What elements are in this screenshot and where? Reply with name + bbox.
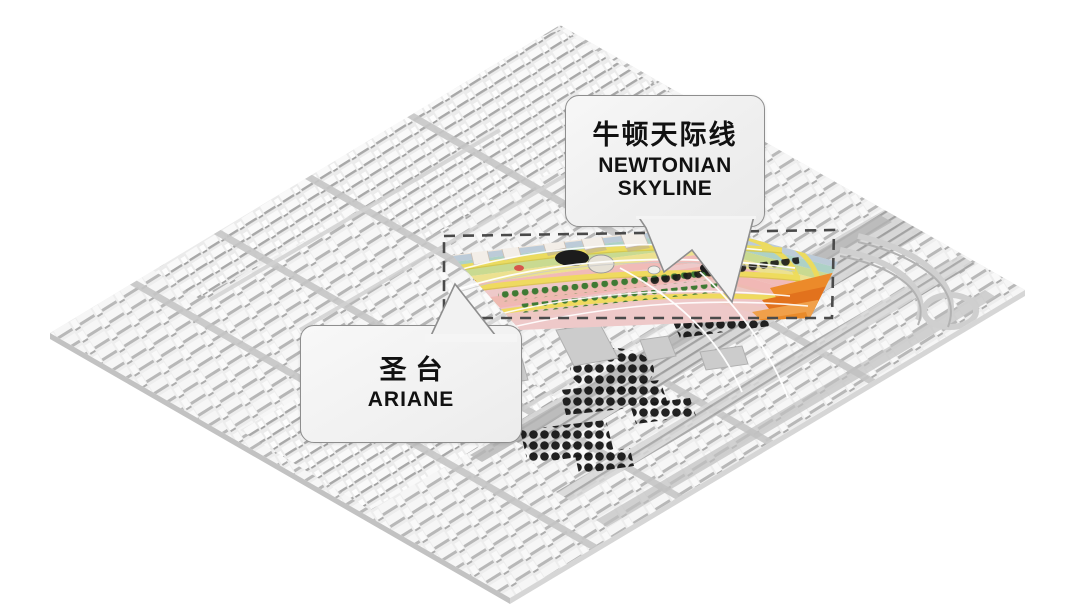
callout-en-label-line1: ARIANE [367,388,455,412]
district-northwest [120,30,700,330]
callout-tail-newtonian-skyline [636,216,756,304]
dashed-focus-rectangle [442,228,836,320]
callout-newtonian-skyline[interactable]: 牛顿天际线 NEWTONIAN SKYLINE [565,95,765,227]
highway-ramps-shadow [839,241,952,328]
callout-cn-label: 圣台 [379,355,452,386]
callout-tail-ariane [425,282,517,342]
callout-ariane[interactable]: 圣台 ARIANE [300,325,522,443]
callout-en-label-line2: SKYLINE [617,177,713,201]
callout-cn-label: 牛顿天际线 [592,120,738,151]
callout-en-label-line1: NEWTONIAN [598,153,732,177]
